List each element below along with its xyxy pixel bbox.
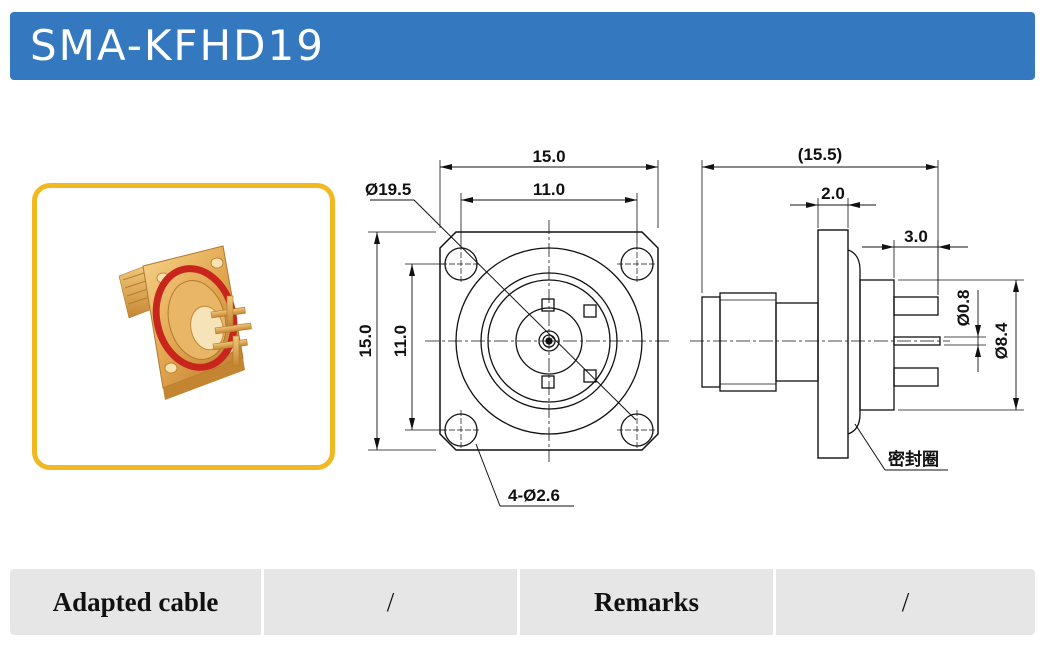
dim-pin-diameter: Ø0.8	[954, 290, 973, 327]
dim-mount-holes: 4-Ø2.6	[508, 486, 560, 505]
dim-front-width-holes: 11.0	[533, 180, 565, 199]
dim-front-height-holes: 11.0	[391, 325, 410, 357]
remarks-value: /	[776, 569, 1035, 635]
product-photo-frame	[32, 183, 335, 470]
dim-flange-thickness: 2.0	[821, 184, 845, 203]
dim-side-overall-length: (15.5)	[798, 145, 842, 164]
page-title: SMA-KFHD19	[30, 21, 325, 70]
seal-ring-label: 密封圈	[888, 449, 939, 470]
pins	[210, 295, 252, 367]
spec-table: Adapted cable / Remarks /	[10, 569, 1035, 635]
front-view	[368, 160, 672, 507]
dim-front-height-outer: 15.0	[356, 324, 375, 357]
dim-front-width-outer: 15.0	[532, 147, 565, 166]
dim-circle-diameter: Ø19.5	[365, 180, 411, 199]
title-bar: SMA-KFHD19	[10, 12, 1035, 80]
side-view	[690, 160, 1024, 471]
adapted-cable-label: Adapted cable	[10, 569, 264, 635]
dim-pin-length: 3.0	[904, 227, 928, 246]
product-photo	[118, 245, 252, 400]
dim-body-diameter: Ø8.4	[992, 322, 1011, 359]
adapted-cable-value: /	[264, 569, 520, 635]
remarks-label: Remarks	[520, 569, 776, 635]
